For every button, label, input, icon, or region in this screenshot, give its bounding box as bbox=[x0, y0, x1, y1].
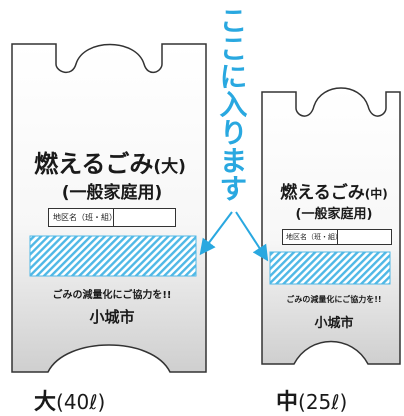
medium-area-label: 地区名（班・組） bbox=[286, 233, 342, 241]
large-area-box: 地区名（班・組） bbox=[48, 208, 176, 227]
medium-title: 燃えるごみ bbox=[280, 183, 365, 203]
large-message: ごみの減量化にご協力を!! bbox=[52, 290, 172, 301]
callout-label: ここに入ります bbox=[215, 6, 249, 202]
large-area-label: 地区名（班・組） bbox=[53, 213, 117, 222]
medium-hatch-panel bbox=[269, 251, 391, 285]
large-caption: 大(40ℓ) bbox=[34, 384, 105, 416]
medium-title-row: 燃えるごみ(中) bbox=[266, 178, 402, 203]
medium-caption: 中(25ℓ) bbox=[276, 384, 347, 416]
large-title: 燃えるごみ bbox=[34, 150, 154, 178]
large-title-row: 燃えるごみ(大) bbox=[22, 144, 198, 179]
medium-subtitle: (一般家庭用) bbox=[295, 207, 373, 222]
medium-city: 小城市 bbox=[314, 316, 354, 331]
large-caption-volume: (40ℓ) bbox=[56, 390, 106, 414]
callout-text: ここに入ります bbox=[214, 6, 250, 202]
medium-caption-volume: (25ℓ) bbox=[298, 390, 348, 414]
large-caption-size: 大 bbox=[34, 390, 57, 415]
large-size-mark: (大) bbox=[153, 157, 186, 177]
medium-size-mark: (中) bbox=[364, 187, 388, 201]
large-hatch-panel bbox=[29, 235, 197, 277]
arrow-to-large bbox=[199, 211, 233, 256]
medium-bag-outline bbox=[261, 87, 401, 365]
medium-message: ごみの減量化にご協力を!! bbox=[286, 295, 382, 304]
large-subtitle: (一般家庭用) bbox=[61, 183, 163, 203]
medium-caption-size: 中 bbox=[276, 390, 299, 415]
large-city: 小城市 bbox=[89, 308, 135, 326]
medium-area-box: 地区名（班・組） bbox=[282, 229, 392, 245]
arrow-to-medium bbox=[235, 211, 269, 262]
